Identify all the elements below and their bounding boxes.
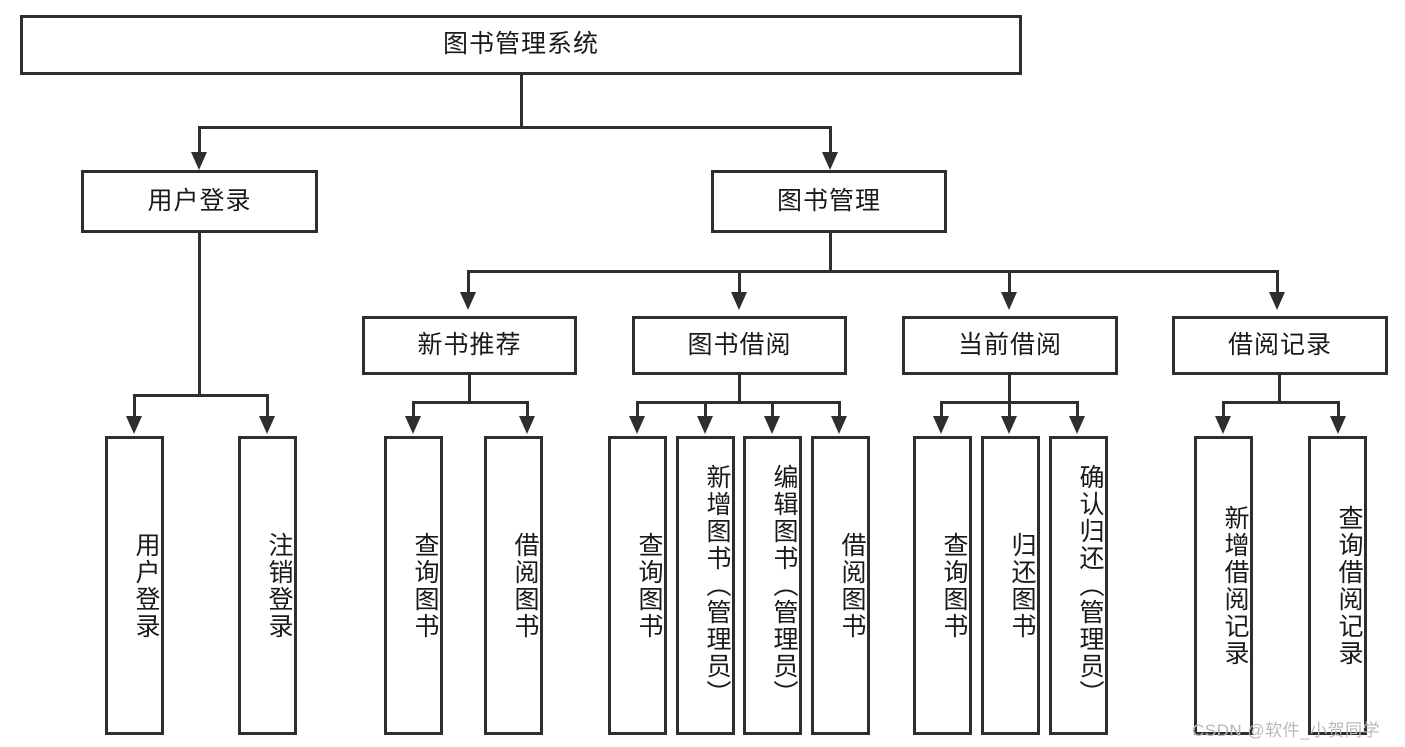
arrow-root-to-user-login xyxy=(191,152,207,170)
connector-root-to-user-login xyxy=(198,126,201,154)
connector-br-to-leaf-1 xyxy=(1222,401,1225,418)
connector-user-login-bus xyxy=(133,394,268,397)
node-label: 借阅记录 xyxy=(1227,330,1332,359)
node-current-borrow[interactable]: 当前借阅 xyxy=(902,316,1118,375)
leaf-book-borrow-query-book[interactable]: 查询图书 xyxy=(608,436,667,735)
connector-new-book-to-leaf-1 xyxy=(412,401,415,418)
leaf-user-login-login[interactable]: 用户登录 xyxy=(105,436,164,735)
arrow-bm-to-current-borrow xyxy=(1001,292,1017,310)
connector-root-to-book-management xyxy=(829,126,832,154)
connector-bb-to-leaf-3 xyxy=(771,401,774,418)
arrow-new-book-to-leaf-2 xyxy=(519,416,535,434)
leaf-label: 新增借阅记录 xyxy=(1221,504,1249,667)
leaf-label: 借阅图书 xyxy=(511,531,539,640)
leaf-current-borrow-return-book[interactable]: 归还图书 xyxy=(981,436,1040,735)
node-label: 当前借阅 xyxy=(957,330,1062,359)
leaf-label: 用户登录 xyxy=(132,531,160,640)
arrow-cb-to-leaf-1 xyxy=(933,416,949,434)
node-label: 图书借阅 xyxy=(687,330,792,359)
arrow-bb-to-leaf-4 xyxy=(831,416,847,434)
node-book-borrow[interactable]: 图书借阅 xyxy=(632,316,847,375)
connector-root-bus xyxy=(198,126,832,129)
connector-user-login-to-leaf-1 xyxy=(133,394,136,418)
arrow-user-login-to-leaf-1 xyxy=(126,416,142,434)
node-label: 图书管理 xyxy=(776,186,881,215)
csdn-watermark: CSDN @软件_小贺同学 xyxy=(1192,721,1381,740)
arrow-br-to-leaf-1 xyxy=(1215,416,1231,434)
leaf-label: 查询图书 xyxy=(635,531,663,640)
connector-book-borrow-bus xyxy=(636,401,840,404)
leaf-new-book-borrow-book[interactable]: 借阅图书 xyxy=(484,436,543,735)
arrow-bm-to-borrow-record xyxy=(1269,292,1285,310)
arrow-bm-to-new-book xyxy=(460,292,476,310)
leaf-label: 查询借阅记录 xyxy=(1335,504,1363,667)
connector-book-borrow-stem xyxy=(738,375,741,403)
leaf-label: 注销登录 xyxy=(265,531,293,640)
connector-root-stem xyxy=(520,75,523,128)
connector-cb-to-leaf-2 xyxy=(1008,401,1011,418)
leaf-borrow-record-add-record[interactable]: 新增借阅记录 xyxy=(1194,436,1253,735)
connector-bm-to-book-borrow xyxy=(738,270,741,294)
connector-bm-to-current-borrow xyxy=(1008,270,1011,294)
connector-bb-to-leaf-4 xyxy=(838,401,841,418)
leaf-current-borrow-query-book[interactable]: 查询图书 xyxy=(913,436,972,735)
arrow-br-to-leaf-2 xyxy=(1330,416,1346,434)
leaf-book-borrow-borrow-book[interactable]: 借阅图书 xyxy=(811,436,870,735)
connector-cb-to-leaf-3 xyxy=(1076,401,1079,418)
node-new-book-recommend[interactable]: 新书推荐 xyxy=(362,316,577,375)
connector-borrow-record-stem xyxy=(1278,375,1281,403)
node-root-book-management-system[interactable]: 图书管理系统 xyxy=(20,15,1022,75)
leaf-label: 借阅图书 xyxy=(838,531,866,640)
node-label: 用户登录 xyxy=(147,186,252,215)
node-label: 新书推荐 xyxy=(417,330,522,359)
leaf-label: 归还图书 xyxy=(1008,531,1036,640)
leaf-book-borrow-edit-book-admin[interactable]: 编辑图书（管理员） xyxy=(743,436,802,735)
connector-user-login-stem xyxy=(198,233,201,396)
connector-bm-to-borrow-record xyxy=(1276,270,1279,294)
leaf-label: 确认归还（管理员） xyxy=(1076,464,1104,707)
connector-user-login-to-leaf-2 xyxy=(266,394,269,418)
connector-book-management-bus xyxy=(467,270,1279,273)
connector-borrow-record-bus xyxy=(1222,401,1340,404)
arrow-user-login-to-leaf-2 xyxy=(259,416,275,434)
arrow-new-book-to-leaf-1 xyxy=(405,416,421,434)
connector-bb-to-leaf-2 xyxy=(704,401,707,418)
arrow-root-to-book-management xyxy=(822,152,838,170)
leaf-label: 编辑图书（管理员） xyxy=(770,464,798,707)
connector-book-management-stem xyxy=(829,233,832,272)
leaf-new-book-query-book[interactable]: 查询图书 xyxy=(384,436,443,735)
leaf-borrow-record-query-record[interactable]: 查询借阅记录 xyxy=(1308,436,1367,735)
arrow-cb-to-leaf-3 xyxy=(1069,416,1085,434)
connector-cb-to-leaf-1 xyxy=(940,401,943,418)
arrow-bb-to-leaf-2 xyxy=(697,416,713,434)
connector-new-book-to-leaf-2 xyxy=(526,401,529,418)
leaf-label: 查询图书 xyxy=(411,531,439,640)
arrow-bm-to-book-borrow xyxy=(731,292,747,310)
connector-bm-to-new-book xyxy=(467,270,470,294)
leaf-current-borrow-confirm-return-admin[interactable]: 确认归还（管理员） xyxy=(1049,436,1108,735)
leaf-label: 新增图书（管理员） xyxy=(703,464,731,707)
leaf-user-login-logout[interactable]: 注销登录 xyxy=(238,436,297,735)
node-book-management[interactable]: 图书管理 xyxy=(711,170,947,233)
connector-new-book-bus xyxy=(412,401,529,404)
leaf-book-borrow-add-book-admin[interactable]: 新增图书（管理员） xyxy=(676,436,735,735)
leaf-label: 查询图书 xyxy=(940,531,968,640)
node-label: 图书管理系统 xyxy=(442,30,599,59)
connector-bb-to-leaf-1 xyxy=(636,401,639,418)
node-user-login[interactable]: 用户登录 xyxy=(81,170,318,233)
connector-br-to-leaf-2 xyxy=(1337,401,1340,418)
connector-current-borrow-stem xyxy=(1008,375,1011,403)
arrow-bb-to-leaf-1 xyxy=(629,416,645,434)
arrow-cb-to-leaf-2 xyxy=(1001,416,1017,434)
arrow-bb-to-leaf-3 xyxy=(764,416,780,434)
node-borrow-record[interactable]: 借阅记录 xyxy=(1172,316,1388,375)
connector-new-book-stem xyxy=(468,375,471,403)
